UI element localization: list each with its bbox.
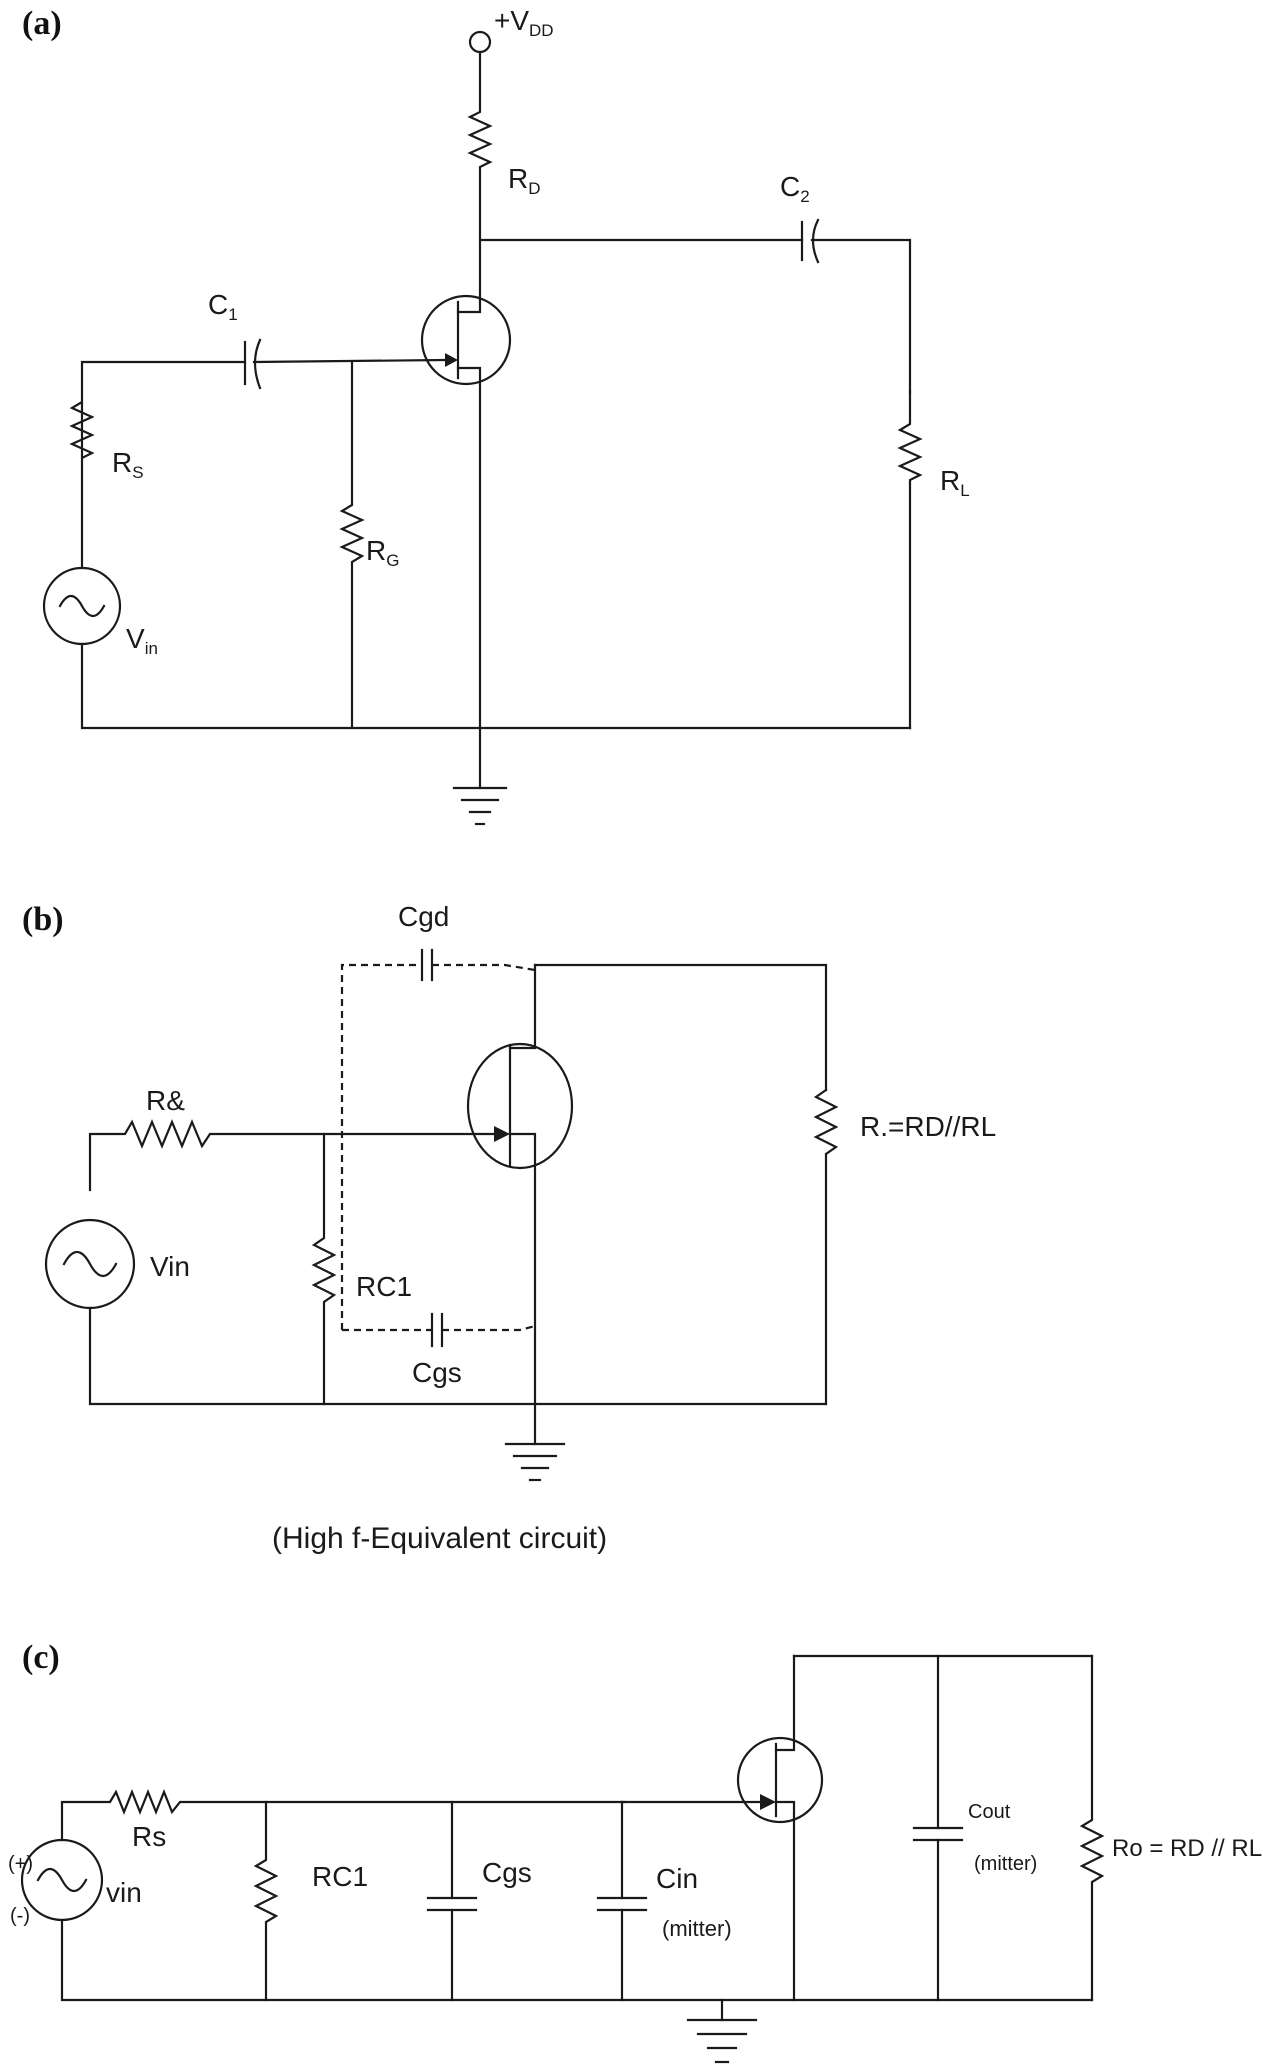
rload-label: R.=RD//RL <box>860 1111 996 1142</box>
panel-a-tag: (a) <box>22 5 62 42</box>
ro-label: Ro = RD // RL <box>1112 1835 1262 1862</box>
rl-label: RL <box>940 465 970 500</box>
rg-label: RG <box>366 535 399 570</box>
ground-bus <box>60 1918 1094 2002</box>
rs-label: RS <box>112 447 144 482</box>
cgs-dashed-wire-right <box>442 1324 536 1332</box>
vin-label: vin <box>106 1877 142 1908</box>
jfet-source-lead <box>508 1132 537 1406</box>
cgd-dashed-wire <box>340 963 422 1330</box>
ground-icon <box>686 1998 758 2064</box>
cgd-label: Cgd <box>398 901 449 932</box>
rc1-label: RC1 <box>356 1271 412 1302</box>
c2-label: C2 <box>780 171 810 206</box>
rload-resistor <box>813 1088 839 1406</box>
cgs-label: Cgs <box>412 1357 462 1388</box>
panel-b-tag: (b) <box>22 901 64 938</box>
cin-label: Cin <box>656 1863 698 1894</box>
cout-note: (mitter) <box>974 1853 1037 1875</box>
jfet-source-lead <box>774 1800 796 2002</box>
output-top-wire <box>533 963 828 1092</box>
panel-c-circuit: (c) Rs vin (+) (-) RC1 Cgs Cin (mitter) <box>8 1639 1262 2064</box>
panel-b-caption: (High f-Equivalent circuit) <box>272 1522 607 1555</box>
jfet-source-lead <box>456 366 482 730</box>
rs-resistor <box>60 1789 626 1842</box>
rg-resistor <box>339 360 365 730</box>
ground-bus <box>80 642 912 730</box>
rs-resistor <box>88 1119 496 1192</box>
sine-wave-icon <box>36 1867 88 1893</box>
sine-wave-icon <box>62 1250 118 1278</box>
c1-label: C1 <box>208 289 238 324</box>
ground-icon <box>504 1402 566 1482</box>
panel-c-tag: (c) <box>22 1639 60 1676</box>
jfet-gate-arrow <box>760 1794 776 1810</box>
rc1-resistor <box>311 1132 337 1406</box>
vin-label: Vin <box>126 623 158 658</box>
ground-bus <box>88 1306 828 1406</box>
cgs-label: Cgs <box>482 1857 532 1888</box>
c1-curved-plate <box>253 338 262 390</box>
jfet-gate-arrow <box>445 353 458 367</box>
jfet-gate-arrow <box>494 1126 510 1142</box>
jfet-drain-lead <box>456 298 482 314</box>
positive-terminal-label: (+) <box>8 1853 33 1875</box>
rc1-resistor <box>253 1800 279 2002</box>
vdd-terminal <box>468 30 492 54</box>
c2-to-rl-wire <box>810 238 912 394</box>
vin-label: Vin <box>150 1251 190 1282</box>
cgd-dashed-wire-right <box>432 963 536 972</box>
rs-resistor <box>69 360 247 568</box>
rs-label: R& <box>146 1085 185 1116</box>
vdd-label: +VDD <box>494 5 554 40</box>
rs-label: Rs <box>132 1821 166 1852</box>
rl-resistor <box>897 390 923 730</box>
ro-resistor <box>1079 1654 1105 2002</box>
jfet-drain-lead <box>774 1654 796 1752</box>
ground-icon <box>452 726 508 826</box>
sine-wave-icon <box>58 594 106 618</box>
jfet-symbol <box>420 294 512 386</box>
rc1-label: RC1 <box>312 1861 368 1892</box>
rd-resistor <box>467 50 493 302</box>
jfet-symbol <box>736 1736 824 1824</box>
rd-label: RD <box>508 163 541 198</box>
cin-note: (mitter) <box>662 1916 732 1941</box>
panel-a-circuit: (a) +VDD RD C2 RL RS C1 RG Vin <box>22 5 970 826</box>
jfet-symbol <box>466 1042 574 1170</box>
cout-label: Cout <box>968 1801 1011 1823</box>
panel-b-circuit: (b) Cgd R.=RD//RL R& Vin RC1 Cgs <box>22 901 996 1555</box>
negative-terminal-label: (-) <box>10 1905 30 1927</box>
gate-input-wire <box>252 358 447 364</box>
